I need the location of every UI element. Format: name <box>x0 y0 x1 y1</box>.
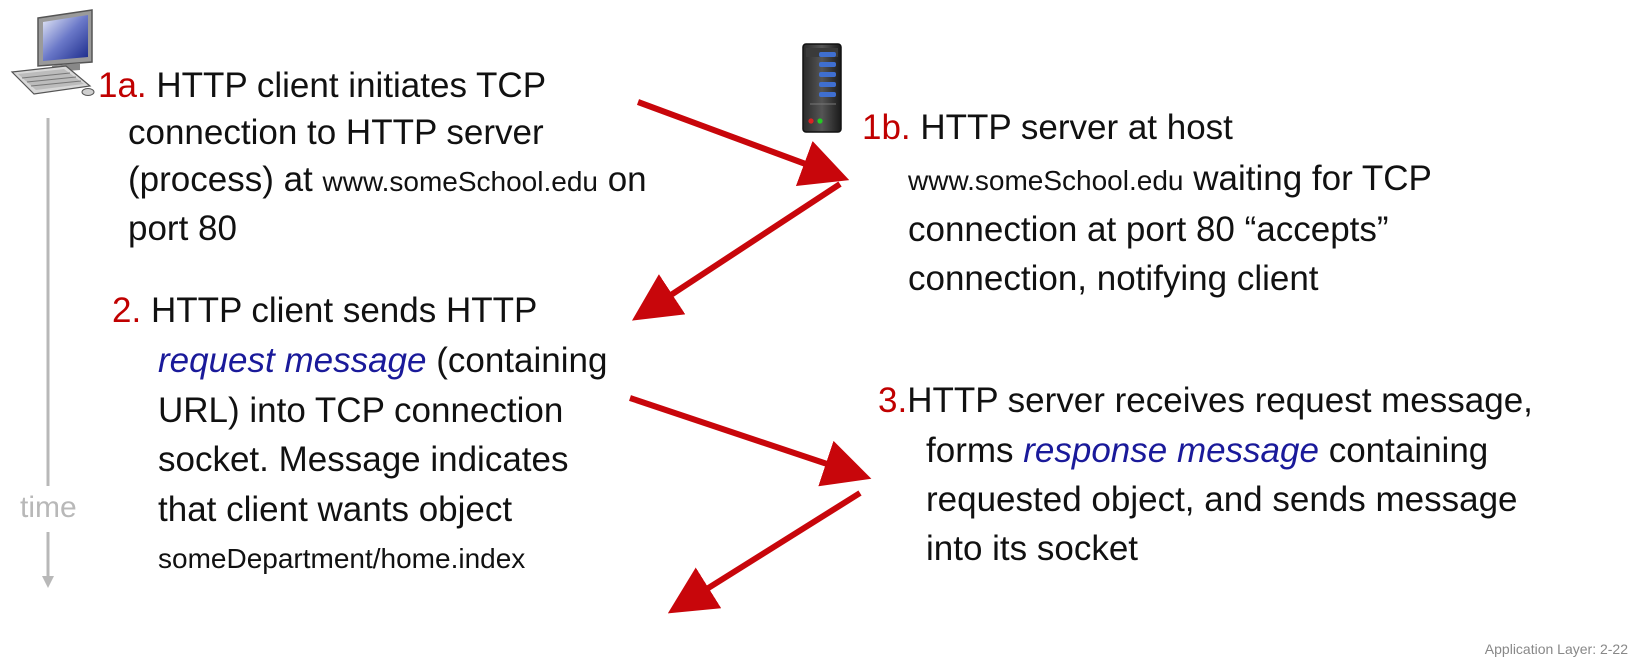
step-2-line1: 2. HTTP client sends HTTP <box>112 287 537 334</box>
step-3-number: 3. <box>878 381 908 420</box>
step-1a-line3-start: (process) at <box>128 160 323 199</box>
step-1b-url: www.someSchool.edu <box>908 165 1184 196</box>
step-1b-line4: connection, notifying client <box>908 259 1319 298</box>
step-1b-number: 1b. <box>862 108 911 147</box>
step-2-text-line1: HTTP client sends HTTP <box>150 291 538 330</box>
slide-footer: Application Layer: 2-22 <box>1484 641 1628 657</box>
step-1a-line2: connection to HTTP server <box>128 113 544 152</box>
step-2-line4: socket. Message indicates <box>158 440 569 479</box>
step-1a-url: www.someSchool.edu <box>322 166 598 197</box>
step-2-line5: that client wants object <box>158 489 513 529</box>
request-message-term: request message <box>158 341 427 380</box>
step-2-line6: someDepartment/home.index <box>158 543 526 574</box>
step-1a-text-line1: HTTP client initiates TCP <box>156 66 547 105</box>
desktop-computer-icon <box>10 9 95 96</box>
step-3-line2-start: forms <box>926 431 1024 470</box>
arrow-1a-to-1b <box>636 99 850 187</box>
step-1b-line2: www.someSchool.edu waiting for TCP <box>908 154 1432 205</box>
step-2-number: 2. <box>112 291 142 330</box>
step-3-body: forms response message containing reques… <box>926 426 1518 573</box>
arrow-3-to-client <box>667 490 862 614</box>
step-3-line2: forms response message containing <box>926 426 1518 475</box>
step-3-line4: into its socket <box>926 529 1139 568</box>
step-1b-line2-end: waiting for TCP <box>1183 159 1432 198</box>
step-1a-line1: 1a. HTTP client initiates TCP <box>98 62 647 109</box>
time-label: time <box>20 491 77 524</box>
step-1a-text: 1a. HTTP client initiates TCP connection… <box>98 62 647 252</box>
step-2-line2: request message (containing <box>158 336 607 386</box>
step-1a-line3-end: on <box>597 160 647 199</box>
step-1b-line3: connection at port 80 “accepts” <box>908 210 1389 249</box>
step-1b-line1: 1b. HTTP server at host <box>862 104 1233 151</box>
step-1b-body: www.someSchool.edu waiting for TCP conne… <box>908 154 1432 303</box>
arrow-2-to-3 <box>629 395 872 487</box>
step-3-line1: 3.HTTP server receives request message, <box>878 377 1533 424</box>
timeline-arrow <box>42 118 54 588</box>
response-message-term: response message <box>1023 431 1319 470</box>
step-3-text: 3.HTTP server receives request message, <box>878 377 1533 424</box>
step-2-text: 2. HTTP client sends HTTP <box>112 287 537 334</box>
step-1b-text: 1b. HTTP server at host <box>862 104 1233 151</box>
step-1a-line4: port 80 <box>128 209 237 248</box>
arrow-1b-to-2 <box>631 181 842 321</box>
step-1a-line3: (process) at www.someSchool.edu on <box>98 156 647 205</box>
step-1b-text-line1: HTTP server at host <box>920 108 1233 147</box>
step-3-line2-end: containing <box>1318 431 1489 470</box>
server-tower-icon <box>802 43 842 133</box>
step-2-line3: URL) into TCP connection <box>158 390 564 430</box>
step-1a-number: 1a. <box>98 66 147 105</box>
step-3-text-line1: HTTP server receives request message, <box>907 381 1533 420</box>
step-2-line2-end: (containing <box>426 341 608 380</box>
step-3-line3: requested object, and sends message <box>926 480 1518 519</box>
step-2-body: request message (containing URL) into TC… <box>158 336 607 584</box>
